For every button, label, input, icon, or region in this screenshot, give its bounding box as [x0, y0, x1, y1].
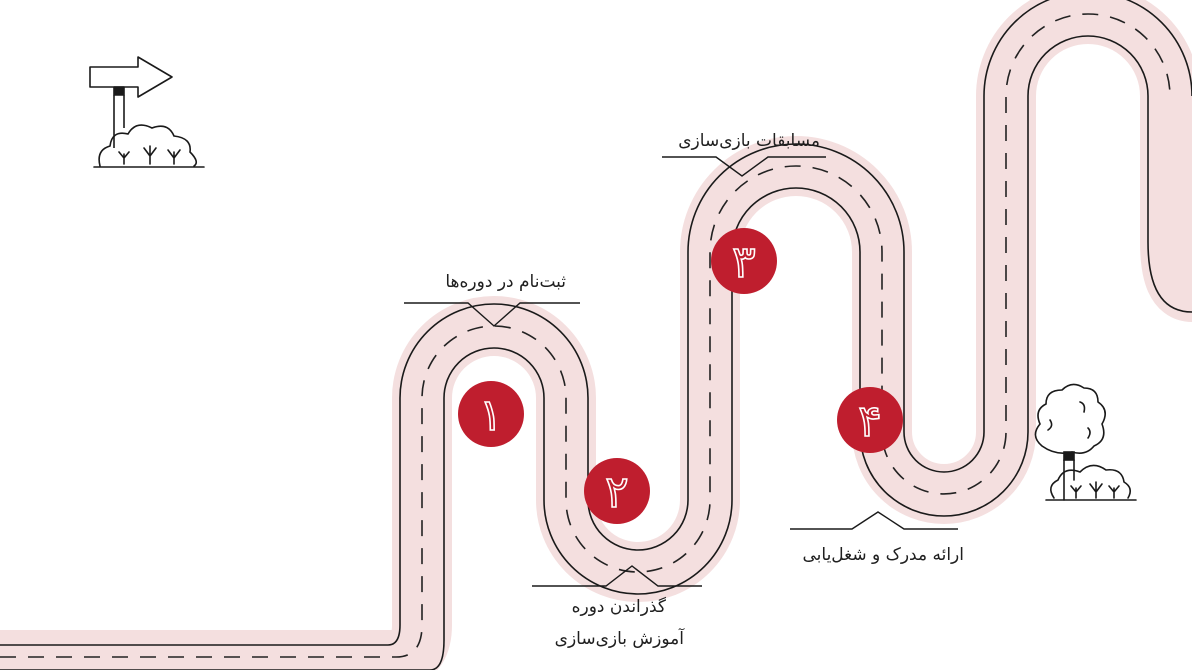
- step-circle-icon: [837, 387, 903, 453]
- road-inner-edge: [0, 35, 1192, 670]
- label-registration: ثبت‌نام در دوره‌ها: [445, 272, 566, 292]
- registration-pointer-line: [404, 302, 580, 327]
- bush-icon: [1045, 464, 1137, 501]
- road-outer-edge: [0, 0, 1192, 646]
- bush-icon: [93, 124, 205, 168]
- certificate-pointer-line: [790, 511, 958, 530]
- step-3: ۳: [711, 228, 777, 294]
- label-competitions: مسابقات بازی‌سازی: [678, 131, 820, 151]
- step-1: ۱: [458, 381, 524, 447]
- step-number: ۲: [605, 467, 629, 518]
- step-4: ۴: [837, 387, 903, 453]
- step-circle-icon: [584, 458, 650, 524]
- step-number: ۱: [479, 390, 503, 441]
- step-circle-icon: [458, 381, 524, 447]
- tree-icon: [1034, 383, 1106, 501]
- step-circle-icon: [711, 228, 777, 294]
- step-2: ۲: [584, 458, 650, 524]
- step-number: ۴: [858, 396, 882, 447]
- competitions-pointer-line: [662, 156, 826, 177]
- course-pointer-line: [532, 565, 702, 587]
- label-course-line1: گذراندن دوره: [572, 596, 667, 617]
- label-course-line2: آموزش بازی‌سازی: [555, 627, 686, 649]
- signpost-arrow-icon: [89, 56, 173, 148]
- label-certificate: ارائه مدرک و شغل‌یابی: [802, 545, 964, 565]
- step-number: ۳: [732, 237, 756, 288]
